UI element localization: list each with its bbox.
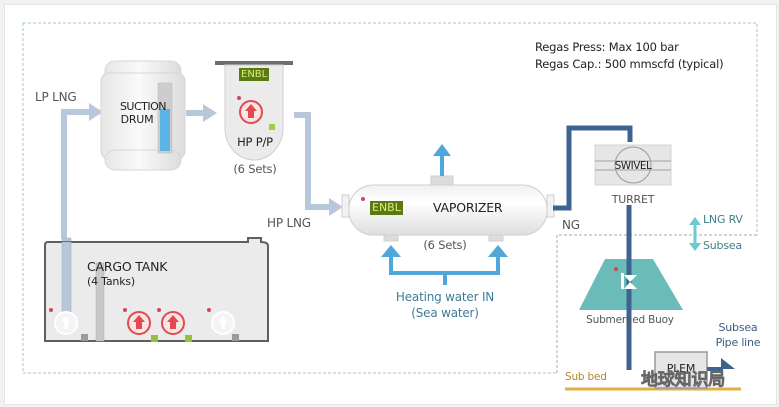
hp-lng-arrow <box>329 198 343 216</box>
lp-lng-pipe <box>61 109 91 238</box>
heating-water-arrow-left <box>381 245 401 257</box>
suction-drum-label-2: DRUM <box>120 113 154 126</box>
hp-lng-pipe <box>294 112 331 210</box>
heating-water-pipe <box>389 255 500 275</box>
lng-rv-zone-border <box>22 22 758 374</box>
suction-drum-label-1: SUCTION <box>119 100 167 113</box>
cargo-tank <box>44 237 269 342</box>
lng-rv-zone-label: LNG RV <box>703 213 743 226</box>
sub-bed-label: Sub bed <box>565 371 607 383</box>
watermark: 地球知识局 <box>641 370 726 391</box>
zone-arrow-down <box>689 243 701 251</box>
drum-to-pump-arrow <box>203 104 217 122</box>
vaporizer <box>341 175 555 242</box>
subsea-zone-border <box>556 234 757 373</box>
lp-lng-label: LP LNG <box>35 90 77 104</box>
suction-drum-level <box>160 109 170 151</box>
regas-process-diagram: Regas Press: Max 100 bar Regas Cap.: 500… <box>4 4 777 405</box>
diagram-graphics <box>22 22 776 404</box>
subsea-pipe-arrow <box>721 358 735 369</box>
hp-pump-label: HP P/P <box>237 135 273 149</box>
submerged-buoy-label: Submerged Buoy <box>586 314 674 326</box>
regas-capacity-spec: Regas Cap.: 500 mmscfd (typical) <box>535 57 724 71</box>
swivel-label: SWIVEL <box>614 160 652 172</box>
vaporizer-outlet-arrow <box>433 144 451 156</box>
plem-box <box>654 351 708 389</box>
vaporizer-status-badge: ENBL <box>370 201 403 215</box>
ng-pipe <box>553 125 633 211</box>
heating-water-label-2: (Sea water) <box>411 306 479 320</box>
vaporizer-sets: (6 Sets) <box>423 238 467 252</box>
lp-lng-arrow <box>89 103 103 121</box>
regas-pressure-spec: Regas Press: Max 100 bar <box>535 40 679 54</box>
hp-lng-label: HP LNG <box>267 216 311 230</box>
submerged-buoy <box>579 255 683 313</box>
hp-pump-status-badge: ENBL <box>239 68 270 81</box>
hp-pump-sets: (6 Sets) <box>233 162 277 176</box>
subsea-pipe-label-2: Pipe line <box>715 336 761 349</box>
zone-arrow-up <box>689 217 701 225</box>
subsea-zone-label: Subsea <box>703 239 742 252</box>
cargo-tank-count: (4 Tanks) <box>87 275 135 288</box>
cargo-tank-label: CARGO TANK <box>87 259 168 274</box>
heating-water-label-1: Heating water IN <box>395 290 495 304</box>
plem-label: PLEM <box>666 362 696 375</box>
turret-label: TURRET <box>611 193 655 206</box>
heating-water-arrow-right <box>488 245 508 257</box>
turret-swivel <box>594 144 672 186</box>
subsea-pipe-label-1: Subsea <box>718 321 758 334</box>
hp-pump <box>215 61 293 161</box>
suction-drum <box>100 60 186 171</box>
vaporizer-label: VAPORIZER <box>433 200 503 215</box>
ng-label: NG <box>562 218 580 232</box>
